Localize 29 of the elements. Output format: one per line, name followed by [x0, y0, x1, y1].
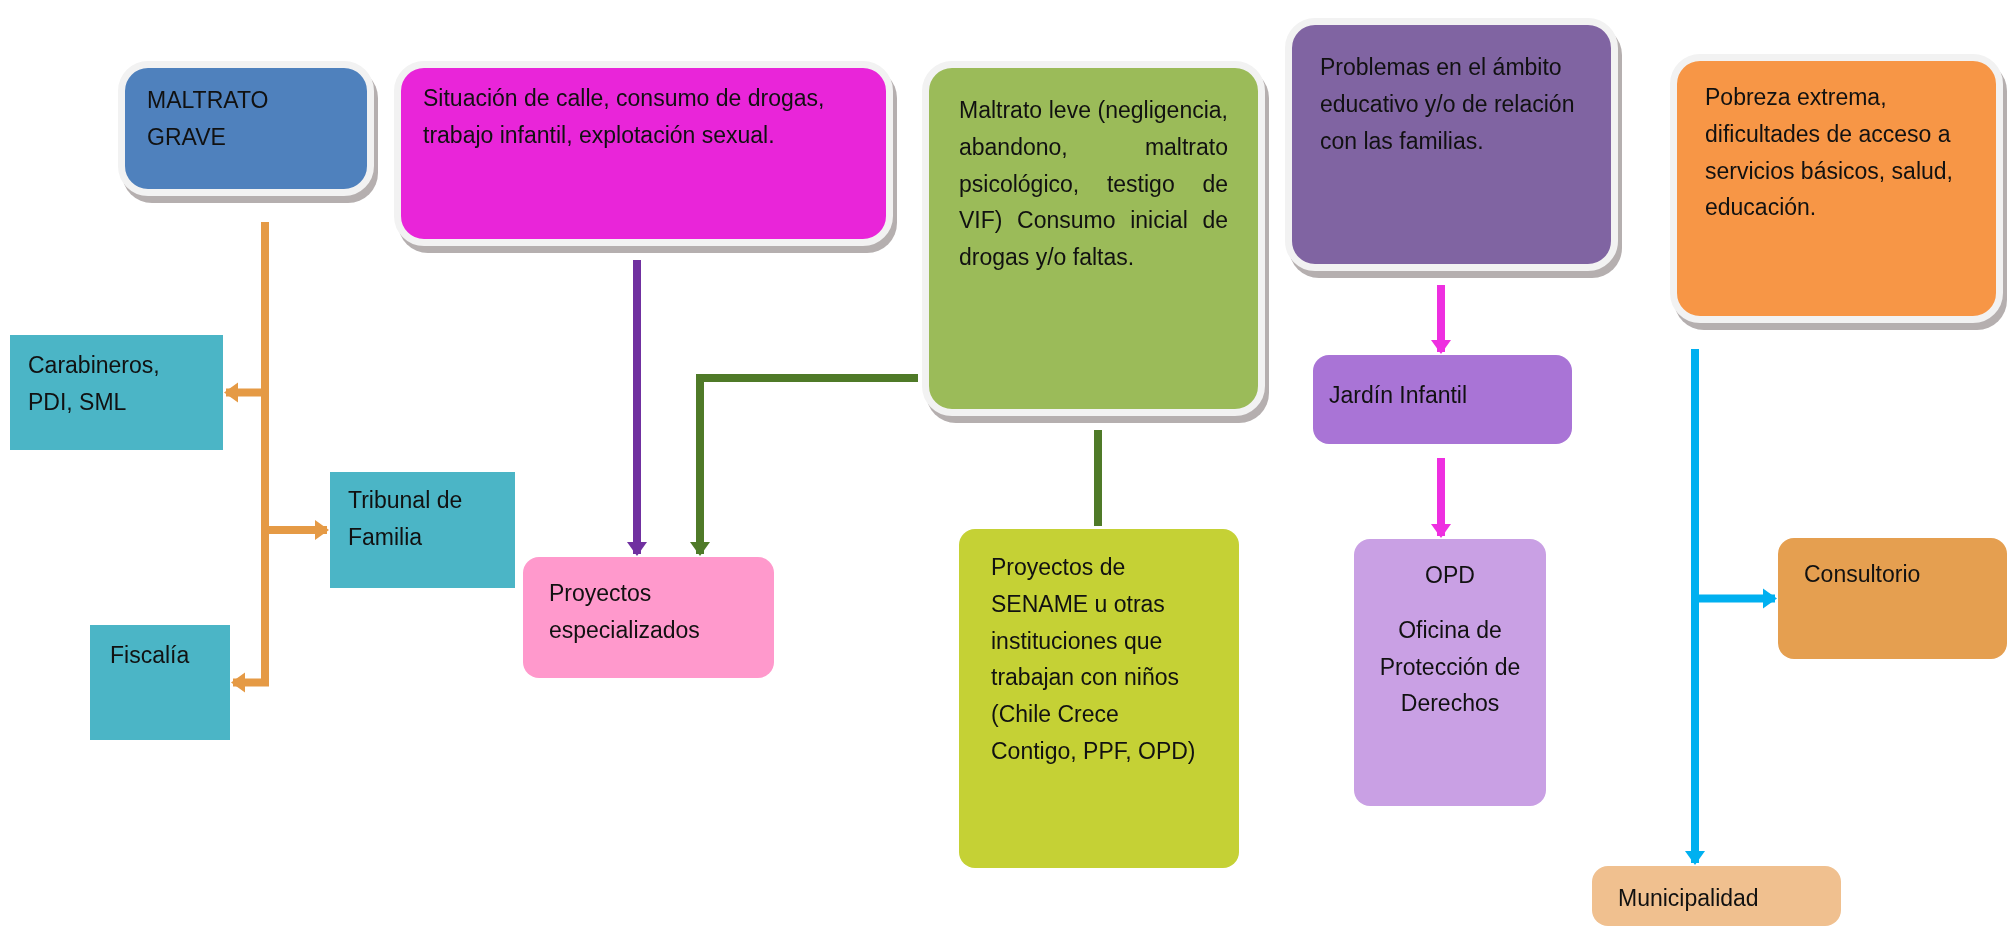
process-box — [1354, 539, 1546, 806]
process-box — [959, 529, 1239, 868]
process-box — [523, 557, 774, 678]
process-box — [394, 61, 893, 246]
box-text: Proyectos especializados — [549, 579, 701, 645]
process-box — [10, 335, 223, 450]
process-box — [1592, 866, 1841, 926]
process-box — [118, 61, 374, 196]
process-box — [922, 61, 1265, 416]
box-text: Jardín Infantil — [1329, 381, 1469, 410]
box-text: MALTRATO GRAVE — [147, 86, 270, 152]
box-text: OPD — [1424, 561, 1476, 590]
box-text: Oficina de Protección de Derechos — [1378, 615, 1522, 719]
box-text: Problemas en el ámbito educativo y/o de relación con las familias. — [1320, 53, 1576, 156]
box-text: Carabineros, PDI, SML — [28, 351, 161, 417]
process-box — [330, 472, 515, 588]
box-text: Consultorio — [1804, 560, 1922, 589]
box-text: Municipalidad — [1618, 884, 1760, 913]
box-text: Fiscalía — [110, 641, 191, 670]
process-box — [1313, 355, 1572, 444]
box-text: Maltrato leve (negligencia, abandono, maltrato psicológico, testigo de VIF) Consumo inicial de drogas y/o faltas. — [959, 96, 1228, 273]
box-text: Proyectos de SENAME u otras instituciones que trabajan con niños (Chile Crece Contigo, PPF, OPD) — [991, 553, 1197, 766]
process-box — [1285, 18, 1618, 271]
process-box — [90, 625, 230, 740]
process-box — [1778, 538, 2007, 659]
box-text: Tribunal de Familia — [348, 486, 464, 552]
box-text: Pobreza extrema, dificultades de acceso a servicios básicos, salud, educación. — [1705, 83, 1954, 223]
process-box — [1670, 54, 2003, 323]
box-text: Situación de calle, consumo de drogas, trabajo infantil, explotación sexual. — [423, 84, 826, 150]
